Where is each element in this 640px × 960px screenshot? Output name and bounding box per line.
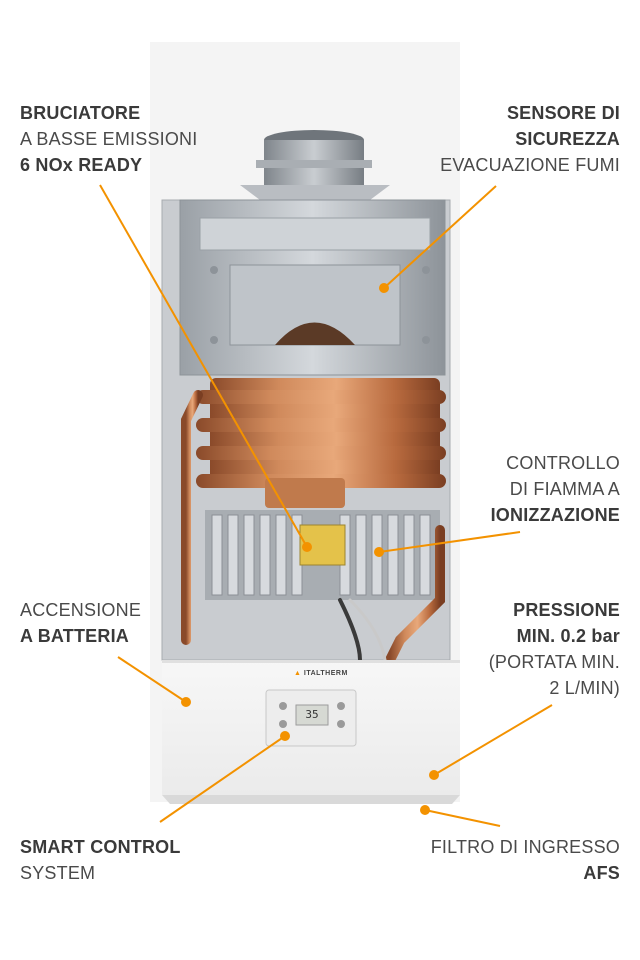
display-readout: 35 — [305, 708, 319, 721]
callout-ignition-line1: ACCENSIONE — [20, 600, 142, 620]
callout-ignition: ACCENSIONE A BATTERIA — [20, 597, 141, 649]
flame-control-leader — [378, 531, 521, 553]
callout-filter: FILTRO DI INGRESSO AFS — [431, 834, 620, 886]
logo-text: ITALTHERM — [303, 670, 348, 677]
leader-lines — [99, 184, 553, 827]
callout-pressure-line3: (PORTATA MIN. — [488, 652, 620, 672]
callout-flame-control-line2: DI FIAMMA A — [509, 479, 620, 499]
callout-safety-sensor-title: SENSORE DI — [506, 103, 620, 123]
callout-filter-line2: AFS — [583, 863, 620, 883]
callout-pressure: PRESSIONE MIN. 0.2 bar (PORTATA MIN. 2 L… — [489, 597, 620, 701]
logo-mark-icon: ▲ — [294, 670, 302, 677]
callout-smart-control-line1: SMART CONTROL — [20, 837, 181, 857]
safety-sensor-leader — [383, 185, 497, 289]
callout-filter-line1: FILTRO DI INGRESSO — [430, 837, 620, 857]
flue-outlet — [240, 130, 390, 200]
burner-leader — [99, 184, 308, 548]
callout-safety-sensor-title2: SICUREZZA — [515, 129, 620, 149]
callout-pressure-line4: 2 L/MIN) — [549, 678, 620, 698]
callout-smart-control-line2: SYSTEM — [20, 863, 96, 883]
filter-leader — [424, 809, 501, 827]
callout-burner-subtitle: A BASSE EMISSIONI — [20, 129, 198, 149]
callout-burner-feature: 6 NOx READY — [20, 155, 143, 175]
brand-logo: ▲ ITALTHERM — [294, 670, 348, 677]
callout-ignition-line2: A BATTERIA — [20, 626, 129, 646]
fan-hood — [179, 199, 446, 376]
ignition-leader — [117, 656, 187, 703]
callout-pressure-line1: PRESSIONE — [513, 600, 620, 620]
callout-safety-sensor-subtitle: EVACUAZIONE FUMI — [440, 155, 620, 175]
callout-flame-control-line3: IONIZZAZIONE — [490, 505, 620, 525]
heat-exchanger — [196, 378, 446, 508]
callout-burner-title: BRUCIATORE — [20, 103, 141, 123]
callout-safety-sensor: SENSORE DI SICUREZZA EVACUAZIONE FUMI — [440, 100, 620, 178]
water-pipes — [181, 390, 445, 665]
burner-block — [205, 510, 440, 600]
callout-burner: BRUCIATORE A BASSE EMISSIONI 6 NOx READY — [20, 100, 197, 178]
pressure-leader — [433, 704, 553, 776]
callout-flame-control-line1: CONTROLLO — [506, 453, 620, 473]
callout-pressure-line2: MIN. 0.2 bar — [516, 626, 620, 646]
smart-control-leader — [159, 735, 286, 823]
callout-smart-control: SMART CONTROL SYSTEM — [20, 834, 181, 886]
callout-flame-control: CONTROLLO DI FIAMMA A IONIZZAZIONE — [491, 450, 620, 528]
